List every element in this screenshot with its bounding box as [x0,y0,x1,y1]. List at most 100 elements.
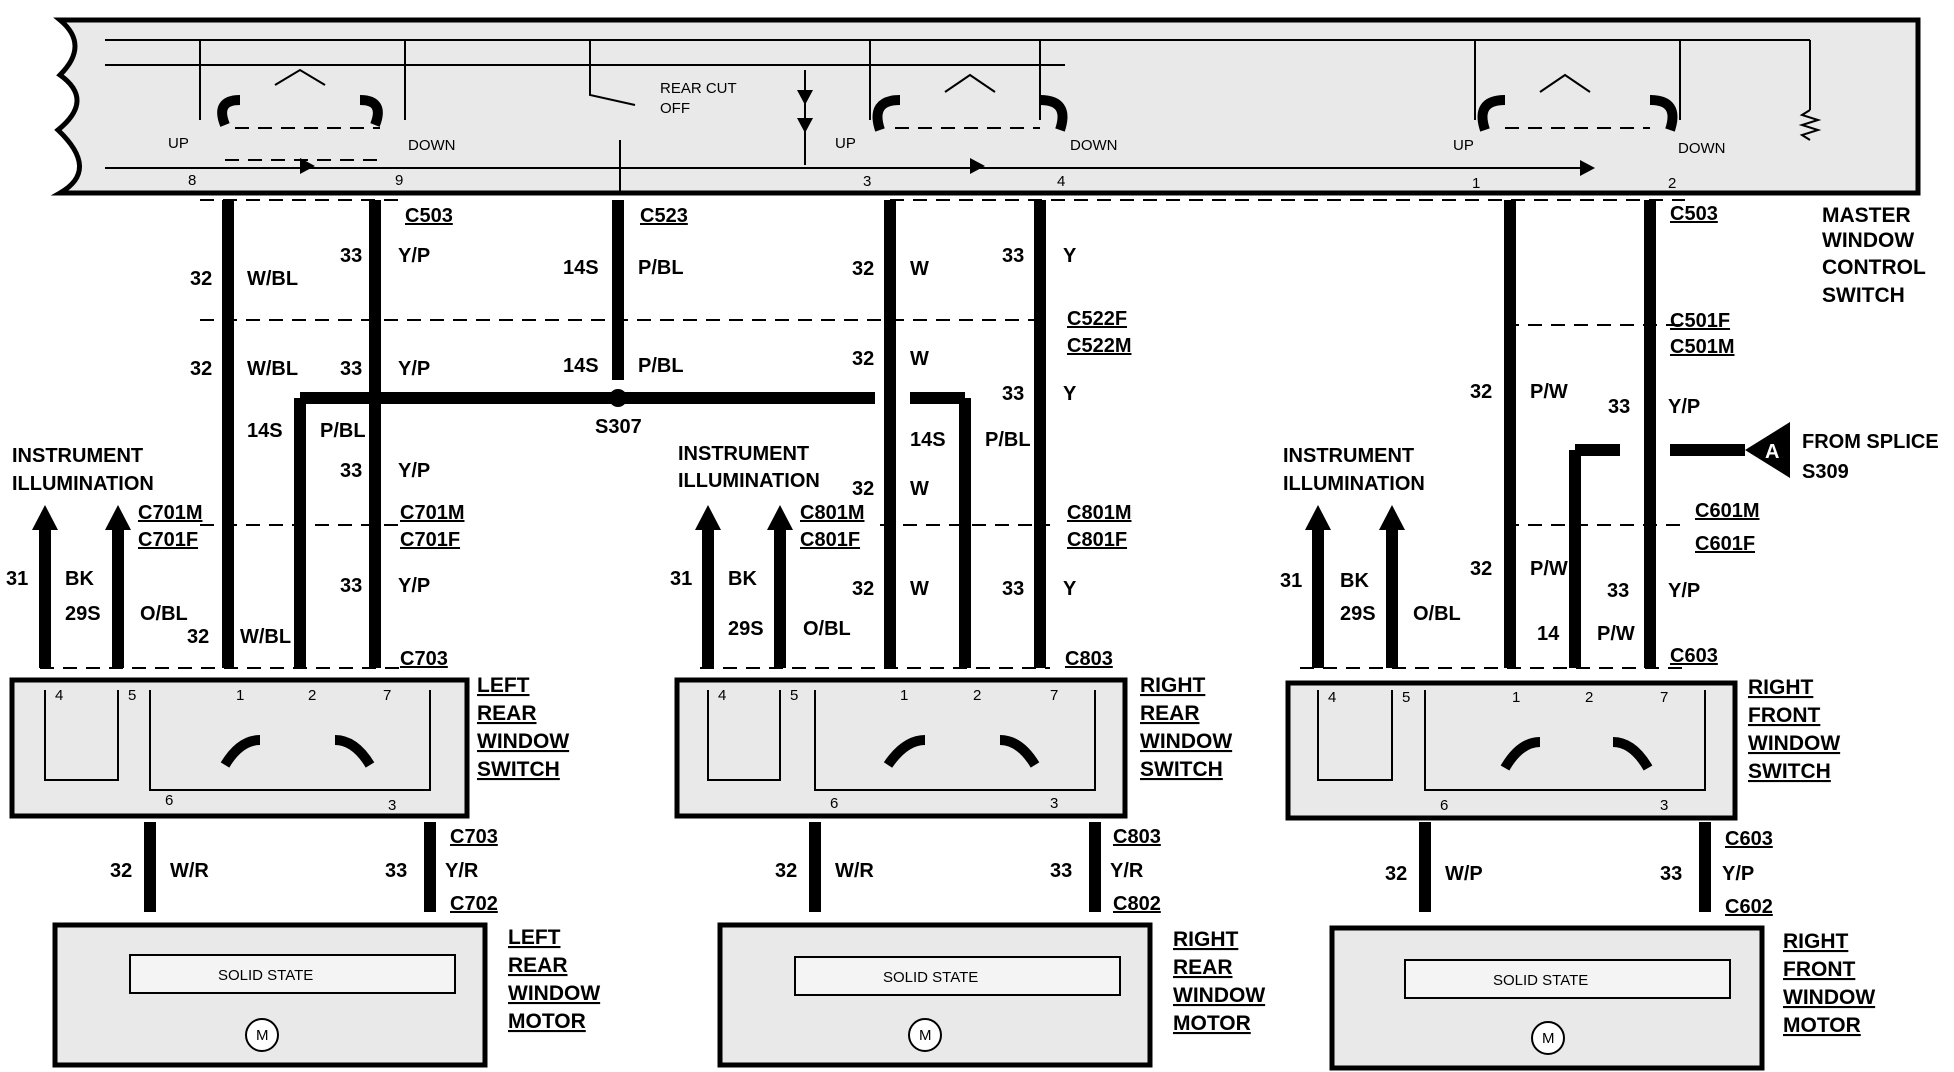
up-label-2: UP [835,135,856,152]
wire-number: 32 [110,860,132,882]
wire-number: 33 [1608,396,1630,418]
wire-number: 14S [563,257,599,279]
wire-number: 32 [852,578,874,600]
connector-label: C501F [1670,310,1730,332]
pin-label: 9 [395,172,403,189]
switch-pin: 2 [973,687,981,704]
motor-title: MOTOR [1173,1012,1251,1035]
up-label-1: UP [168,135,189,152]
switch-title: RIGHT [1140,674,1206,697]
wire-color: O/BL [140,603,188,625]
wire-number: 32 [1385,863,1407,885]
wire-color: P/BL [638,257,684,279]
wire-number: 33 [1050,860,1072,882]
switch-pin: 6 [1440,797,1448,814]
down-label-2: DOWN [1070,137,1118,154]
wire-color: W/R [835,860,874,882]
instrument-label: INSTRUMENT [678,443,809,465]
wire-number: 29S [65,603,101,625]
wire-color: Y/P [1668,396,1700,418]
wire-number: 33 [340,245,362,267]
rear-cut-label: REAR CUT [660,80,737,97]
wire-number: 29S [728,618,764,640]
wires [32,200,1790,912]
connector-label: C601F [1695,533,1755,555]
switch-pin: 7 [383,687,391,704]
instrument-label: INSTRUMENT [12,445,143,467]
wire-number: 33 [1002,383,1024,405]
wire-color: Y/P [398,575,430,597]
switch-pin: 4 [55,687,63,704]
switch-pin: 3 [1660,797,1668,814]
switch-pin: 6 [830,795,838,812]
wire-number: 31 [1280,570,1302,592]
motor-title: RIGHT [1173,928,1239,951]
wire-color: Y/P [1668,580,1700,602]
switch-pin: 1 [900,687,908,704]
labels: MASTER WINDOW CONTROL SWITCH C503 C523 C… [6,203,1939,1047]
switch-pin: 4 [1328,689,1336,706]
pin-label: 8 [188,172,196,189]
instrument-label: ILLUMINATION [12,473,154,495]
connector-label: C522M [1067,335,1131,357]
wire-color: BK [728,568,757,590]
wire-number: 32 [1470,558,1492,580]
switch-pin: 5 [1402,689,1410,706]
motor-title: FRONT [1783,958,1855,981]
wire-color: Y/P [398,460,430,482]
connector-label: C501M [1670,336,1734,358]
connector-label: C801M [1067,502,1131,524]
master-title-line: CONTROL [1822,256,1926,279]
master-title-line: MASTER [1822,204,1911,227]
connector-label: C522F [1067,308,1127,330]
switch-pin: 5 [790,687,798,704]
motor-title: REAR [508,954,568,977]
switch-pin: 2 [308,687,316,704]
window-switch-boxes [9,677,1738,821]
wire-color: P/BL [638,355,684,377]
motor-title: WINDOW [508,982,600,1005]
motor-title: RIGHT [1783,930,1849,953]
switch-pin: 7 [1050,687,1058,704]
switch-pin: 5 [128,687,136,704]
connector-label: C803 [1065,648,1113,670]
switch-pin: 3 [388,797,396,814]
wire-color: P/W [1530,381,1568,403]
switch-pin: 4 [718,687,726,704]
wire-number: 14 [1537,623,1560,645]
connector-label: C702 [450,893,498,915]
off-label: OFF [660,100,690,117]
wire-color: W/R [170,860,209,882]
solid-state-label: SOLID STATE [1493,972,1588,989]
up-label-3: UP [1453,137,1474,154]
wire-color: P/W [1530,558,1568,580]
pin-label: 2 [1668,175,1676,192]
wire-color: W/P [1445,863,1483,885]
connector-label: C701M [138,502,202,524]
wire-number: 32 [187,626,209,648]
wire-color: Y/P [398,358,430,380]
connector-label: C803 [1113,826,1161,848]
wire-number: 32 [1470,381,1492,403]
switch-pin: 2 [1585,689,1593,706]
wire-color: Y/R [1110,860,1144,882]
down-label-1: DOWN [408,137,456,154]
wire-number: 31 [6,568,28,590]
wire-color: W [910,478,929,500]
wire-color: P/BL [985,429,1031,451]
switch-title: SWITCH [1748,760,1831,783]
connector-label: C503 [405,205,453,227]
pin-label: 1 [1472,175,1480,192]
pin-label: 3 [863,173,871,190]
wire-number: 32 [852,348,874,370]
instrument-label: ILLUMINATION [1283,473,1425,495]
wire-number: 33 [1660,863,1682,885]
connector-label: C602 [1725,896,1773,918]
switch-pin: 6 [165,792,173,809]
wire-color: O/BL [1413,603,1461,625]
wire-number: 33 [340,358,362,380]
wire-color: O/BL [803,618,851,640]
splice-letter: A [1765,441,1779,463]
solid-state-label: SOLID STATE [218,967,313,984]
connector-label: C601M [1695,500,1759,522]
